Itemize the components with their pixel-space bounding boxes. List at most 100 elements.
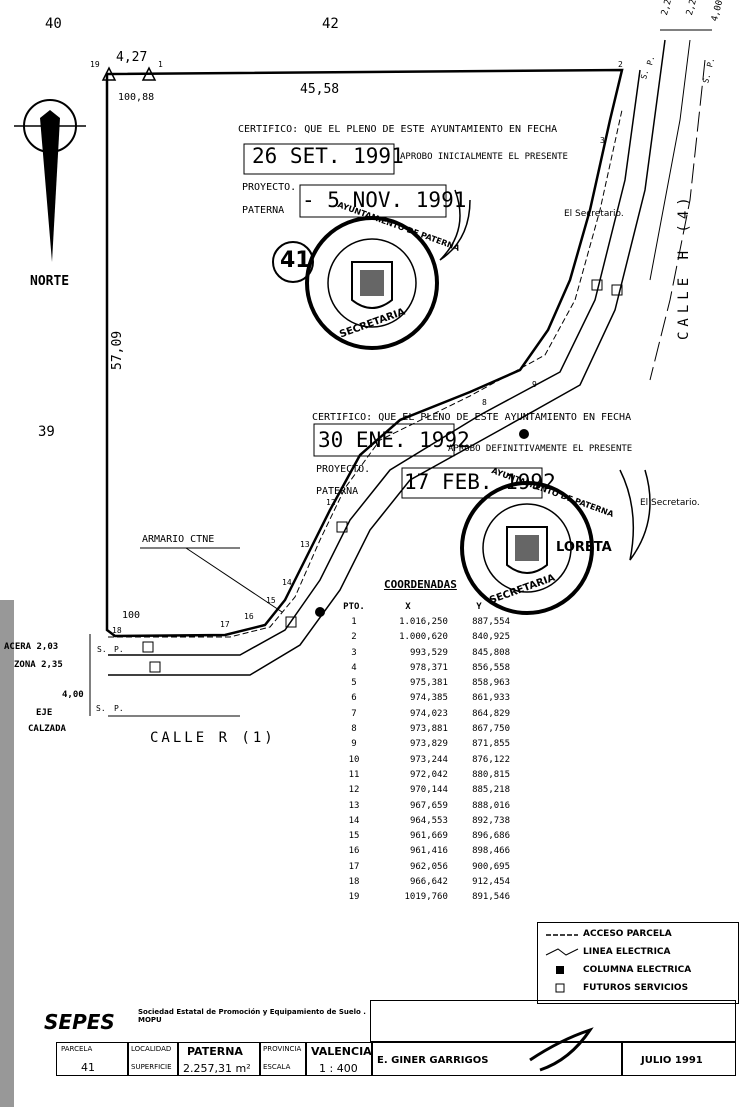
provincia-value: VALENCIA	[311, 1045, 372, 1058]
armario-dot	[315, 607, 325, 617]
coordinate-x: 973,244	[409, 754, 448, 765]
coordinate-y: 892,738	[472, 815, 510, 826]
coordinate-x: 1.016,250	[399, 616, 448, 627]
curb-line-1	[108, 69, 641, 656]
stamp1-date2: - 5 NOV. 1991	[302, 188, 467, 212]
service-box-6	[611, 284, 623, 296]
coordinate-x: 973,881	[409, 724, 448, 735]
stamp1-date1: 26 SET. 1991	[252, 144, 404, 168]
sepes-logo: SEPES	[44, 1010, 115, 1034]
coordinate-x: 964,553	[409, 815, 448, 826]
point-label-14: 14	[282, 578, 292, 587]
coordinate-x: 961,416	[409, 846, 448, 857]
localidad-cell: LOCALIDAD SUPERFICIE	[128, 1042, 178, 1076]
localidad-value: PATERNA	[187, 1045, 243, 1058]
drawing-date: JULIO 1991	[641, 1055, 703, 1066]
vertex-1-marker	[141, 66, 157, 81]
coordinate-y: 876,122	[472, 754, 510, 765]
coordinate-pto: 13	[348, 800, 360, 811]
stamp2-line2: APROBO DEFINITIVAMENTE EL PRESENTE	[448, 444, 633, 454]
north-label: NORTE	[30, 274, 70, 289]
curb-line-2	[108, 39, 666, 676]
coordinate-pto: 4	[351, 662, 357, 673]
signature-3	[529, 1027, 594, 1072]
point-label-18: 18	[112, 626, 122, 635]
coordinate-y: 864,829	[472, 708, 510, 719]
coordinate-pto: 7	[351, 708, 357, 719]
escala-label: ESCALA	[263, 1063, 291, 1071]
coordinate-y: 845,808	[472, 647, 510, 658]
service-box-5	[591, 279, 603, 291]
stamp2-line3: PROYECTO.	[316, 464, 371, 475]
coordinate-pto: 15	[348, 831, 360, 842]
coordinate-y: 856,558	[472, 662, 510, 673]
legend-item-futuros: FUTUROS SERVICIOS	[583, 983, 689, 993]
point-dot	[519, 429, 529, 439]
armario-label: ARMARIO CTNE	[142, 534, 215, 545]
parcel-number-circle	[272, 241, 314, 283]
provincia-cell: PROVINCIA ESCALA	[260, 1042, 306, 1076]
logo-cell: SEPES Sociedad Estatal de Promoción y Eq…	[8, 1000, 370, 1042]
localidad-label: LOCALIDAD	[131, 1045, 172, 1053]
calle-h-axis	[649, 59, 706, 381]
service-box-1	[142, 641, 154, 653]
header-pto: PTO.	[343, 601, 365, 612]
coordinate-y: 896,686	[472, 831, 510, 842]
neighbor-parcel-39: 39	[38, 424, 55, 440]
dimension-top-left: 4,27	[116, 50, 148, 65]
dimension-left-zona: ZONA 2,35	[14, 660, 63, 670]
coordinate-x: 962,056	[409, 861, 448, 872]
coordinate-y: 898,466	[472, 846, 510, 857]
label-eje: EJE	[36, 708, 53, 718]
sp-label-c: S.	[96, 704, 106, 713]
coordinate-y: 867,750	[472, 724, 510, 735]
point-label-12: 12	[326, 498, 336, 507]
header-y: Y	[476, 601, 482, 612]
point-label-17: 17	[220, 620, 230, 629]
legend-item-linea: LINEA ELECTRICA	[583, 947, 671, 957]
coordinate-y: 900,695	[472, 861, 510, 872]
sp-label-d: P.	[114, 704, 124, 713]
coordinate-x: 974,385	[409, 693, 448, 704]
service-box-3	[285, 616, 297, 628]
coordinates-title: COORDENADAS	[384, 578, 457, 591]
superficie-label: SUPERFICIE	[131, 1063, 172, 1071]
point-label-9: 9	[532, 380, 537, 389]
author-name: E. GINER GARRIGOS	[377, 1055, 489, 1066]
dimension-left-edge: 57,09	[110, 330, 125, 370]
parcel-number: 41	[280, 248, 311, 273]
stamp1-line2: APROBO INICIALMENTE EL PRESENTE	[400, 152, 568, 162]
dimension-top-edge: 45,58	[300, 82, 340, 97]
point-label-8: 8	[482, 398, 487, 407]
stamp2-line1: CERTIFICO: QUE EL PLENO DE ESTE AYUNTAMI…	[312, 412, 632, 423]
coordinate-pto: 3	[351, 647, 357, 658]
stamp1-place: PATERNA	[242, 205, 285, 216]
date-cell: JULIO 1991	[622, 1042, 736, 1076]
coordinate-y: 871,855	[472, 739, 510, 750]
legend-item-columna: COLUMNA ELECTRICA	[583, 965, 692, 975]
stamp2-date2: 17 FEB. 1992	[404, 470, 556, 494]
coordinate-pto: 18	[348, 876, 360, 887]
dimension-left-400: 4,00	[62, 690, 84, 700]
coordinate-y: 880,815	[472, 769, 510, 780]
dimension-left-acera: ACERA 2,03	[4, 642, 59, 652]
point-label-13: 13	[300, 540, 310, 549]
